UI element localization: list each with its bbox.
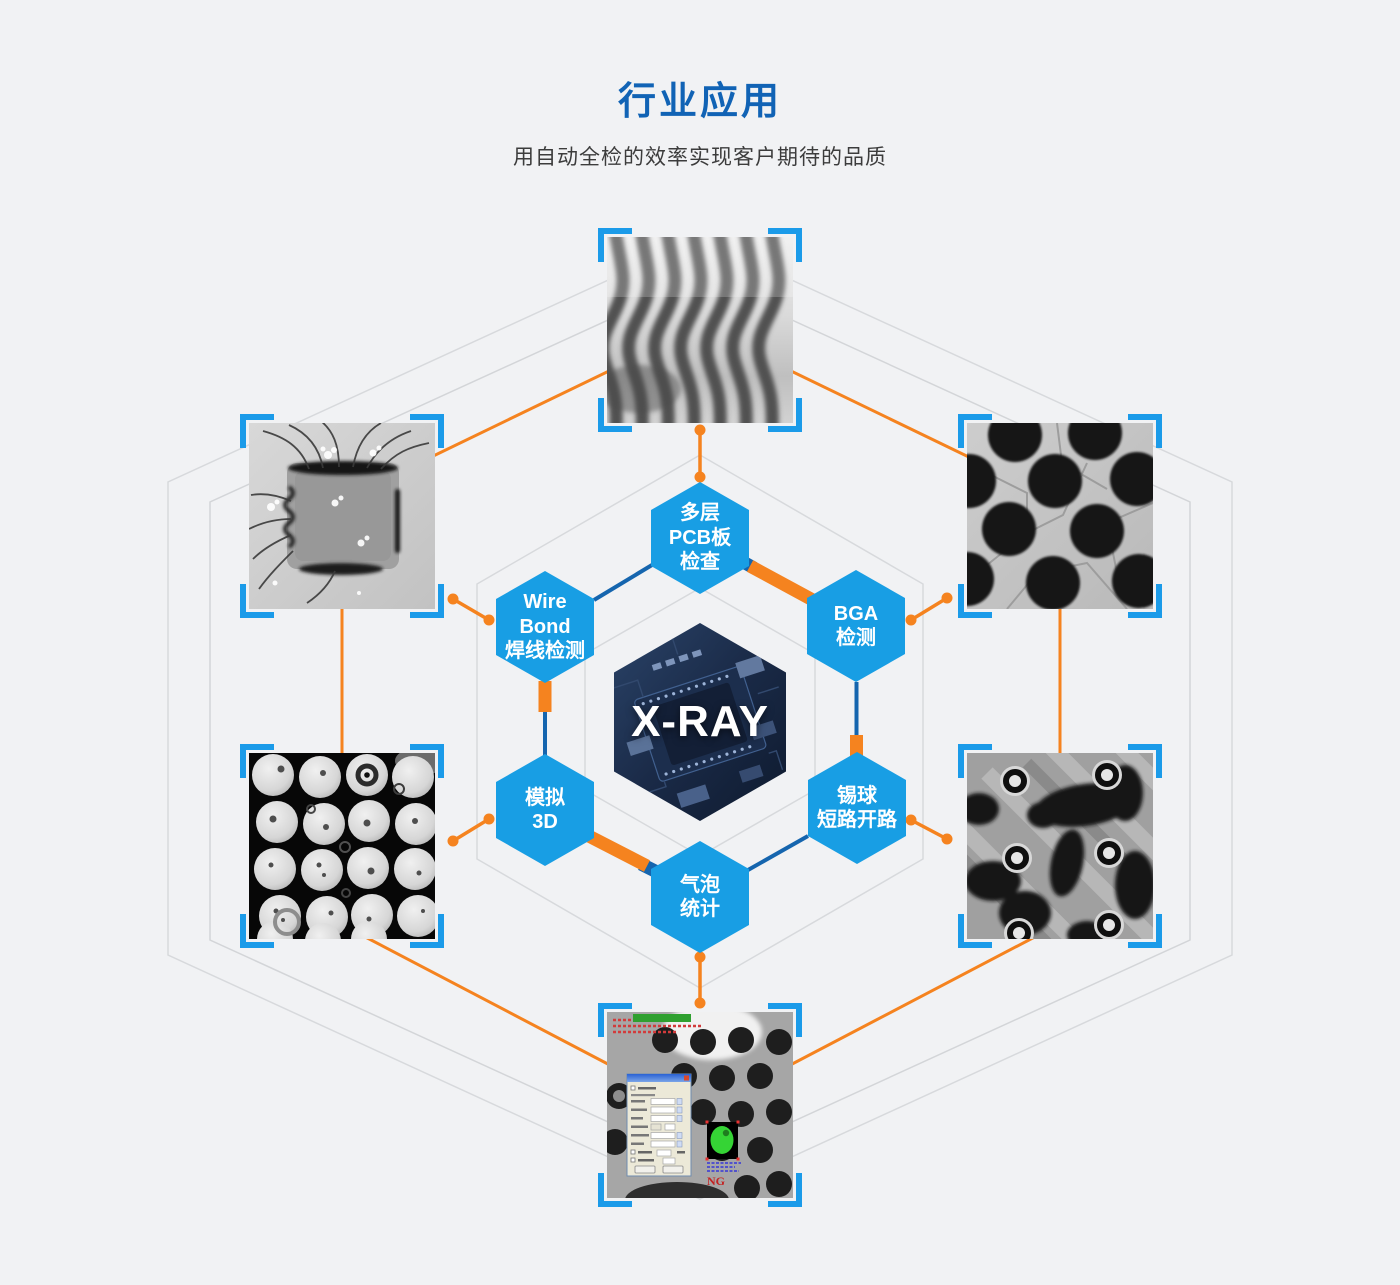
- bracket-corner-icon: [958, 744, 992, 778]
- bracket-corner-icon: [1128, 914, 1162, 948]
- bracket-corner-icon: [598, 1003, 632, 1037]
- solder-bridge-xray-image: [967, 753, 1153, 939]
- node-label-line: 焊线检测: [505, 640, 585, 663]
- node-label-line: 锡球: [837, 784, 877, 807]
- bracket-corner-icon: [1128, 584, 1162, 618]
- node-label-line: BGA: [833, 602, 879, 625]
- circuit-board-image: [614, 623, 786, 821]
- via-donuts: [1000, 760, 1124, 939]
- pcb-connector-xray-image: [607, 237, 793, 423]
- wire-bond-chip-xray-image: [249, 423, 435, 609]
- node-label-line: 短路开路: [817, 809, 897, 831]
- ng-label: NG: [707, 1174, 725, 1188]
- bracket-corner-icon: [410, 584, 444, 618]
- bracket-corner-icon: [240, 914, 274, 948]
- xray-label: X-RAY: [631, 697, 769, 746]
- node-label-line: 气泡: [680, 873, 720, 896]
- node-label-line: Bond: [519, 615, 571, 638]
- software-dialog: [626, 1073, 692, 1177]
- bracket-corner-icon: [768, 1173, 802, 1207]
- node-label-line: 检测: [836, 627, 876, 649]
- node-void-statistics: 气泡 统计: [651, 841, 749, 953]
- section-title: 行业应用: [617, 81, 782, 123]
- node-label-line: 模拟: [525, 786, 565, 809]
- node-simulated-3d: 模拟 3D: [496, 754, 594, 866]
- bracket-corner-icon: [598, 1173, 632, 1207]
- solder-bridge-xray-frame: [958, 744, 1162, 948]
- solder-balls-void-xray-image: [249, 753, 435, 939]
- bracket-corner-icon: [958, 584, 992, 618]
- bracket-corner-icon: [598, 228, 632, 262]
- stub-dots: [447, 424, 953, 1009]
- inspection-software-frame: NG: [598, 1003, 802, 1207]
- node-wire-bond-inspection: Wire Bond 焊线检测: [496, 571, 594, 683]
- bga-balls-xray-image: [967, 423, 1153, 609]
- node-label-line: 多层: [680, 502, 720, 525]
- bracket-corner-icon: [1128, 414, 1162, 448]
- node-label-line: Wire: [523, 591, 567, 614]
- section-header: 行业应用 用自动全检的效率实现客户期待的品质: [0, 0, 1400, 171]
- node-bga-inspection: BGA 检测: [807, 570, 905, 682]
- inspection-software-screenshot-image: NG: [607, 1012, 793, 1198]
- node-label-line: PCB板: [668, 526, 732, 549]
- bga-xray-frame: [958, 414, 1162, 618]
- inner-blue-links: [543, 563, 859, 872]
- wire-bond-xray-frame: [240, 414, 444, 618]
- bracket-corner-icon: [240, 414, 274, 448]
- node-solder-short-open: 锡球 短路开路: [808, 752, 906, 864]
- bracket-corner-icon: [410, 414, 444, 448]
- bracket-corner-icon: [1128, 744, 1162, 778]
- node-photo-stubs: [452, 430, 948, 1003]
- bracket-corner-icon: [768, 1003, 802, 1037]
- bracket-corner-icon: [958, 914, 992, 948]
- bracket-corner-icon: [958, 414, 992, 448]
- section-subtitle: 用自动全检的效率实现客户期待的品质: [513, 146, 887, 169]
- node-label-line: 统计: [680, 898, 720, 920]
- bracket-corner-icon: [410, 914, 444, 948]
- bracket-corner-icon: [240, 584, 274, 618]
- center-xray-hexagon: X-RAY: [614, 623, 786, 821]
- detected-void-highlight: NG: [705, 1120, 741, 1188]
- pcb-connector-xray-frame: [598, 228, 802, 432]
- node-label-line: 3D: [532, 811, 558, 833]
- solder-ball-xray-frame: [240, 744, 444, 948]
- node-label-line: 检查: [680, 551, 720, 574]
- bracket-corner-icon: [768, 228, 802, 262]
- bracket-corner-icon: [240, 744, 274, 778]
- bracket-corner-icon: [598, 398, 632, 432]
- bracket-corner-icon: [410, 744, 444, 778]
- bracket-corner-icon: [768, 398, 802, 432]
